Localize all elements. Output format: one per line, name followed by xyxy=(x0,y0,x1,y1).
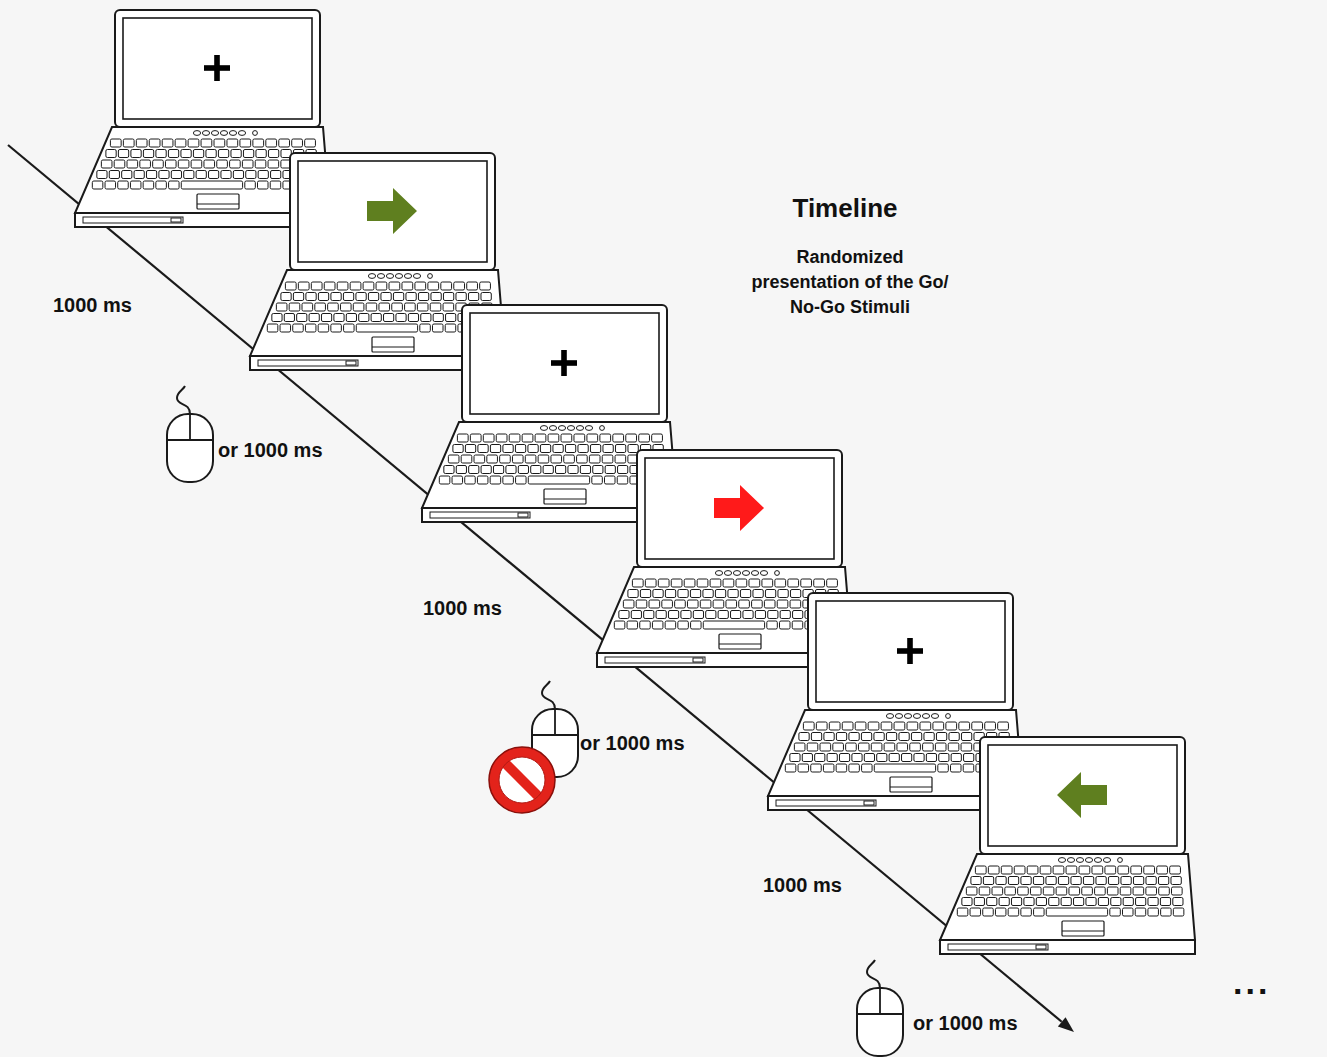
timeline-arrowhead xyxy=(1058,1017,1074,1032)
duration-label: or 1000 ms xyxy=(218,438,323,462)
duration-label: or 1000 ms xyxy=(580,731,685,755)
fixation-cross xyxy=(214,55,220,81)
laptop-icon xyxy=(940,737,1195,954)
timeline-axis xyxy=(8,145,1074,1032)
timeline-line xyxy=(8,145,1062,1022)
subtitle-note: Randomized presentation of the Go/ No-Go… xyxy=(742,245,958,320)
duration-label: 1000 ms xyxy=(53,293,132,317)
fixation-cross xyxy=(907,638,913,664)
diagram-title: Timeline xyxy=(792,193,897,223)
go-arrow xyxy=(1057,772,1107,818)
mouse-icon xyxy=(167,386,213,482)
no-go-arrow xyxy=(714,485,764,531)
duration-label: or 1000 ms xyxy=(913,1011,1018,1035)
fixation-cross xyxy=(561,350,567,376)
duration-label: 1000 ms xyxy=(423,596,502,620)
mouse-icon xyxy=(857,960,903,1056)
go-arrow xyxy=(367,188,417,234)
duration-label: 1000 ms xyxy=(763,873,842,897)
continuation-mark: ... xyxy=(1233,962,1270,1002)
prohibition-sign xyxy=(489,747,555,813)
